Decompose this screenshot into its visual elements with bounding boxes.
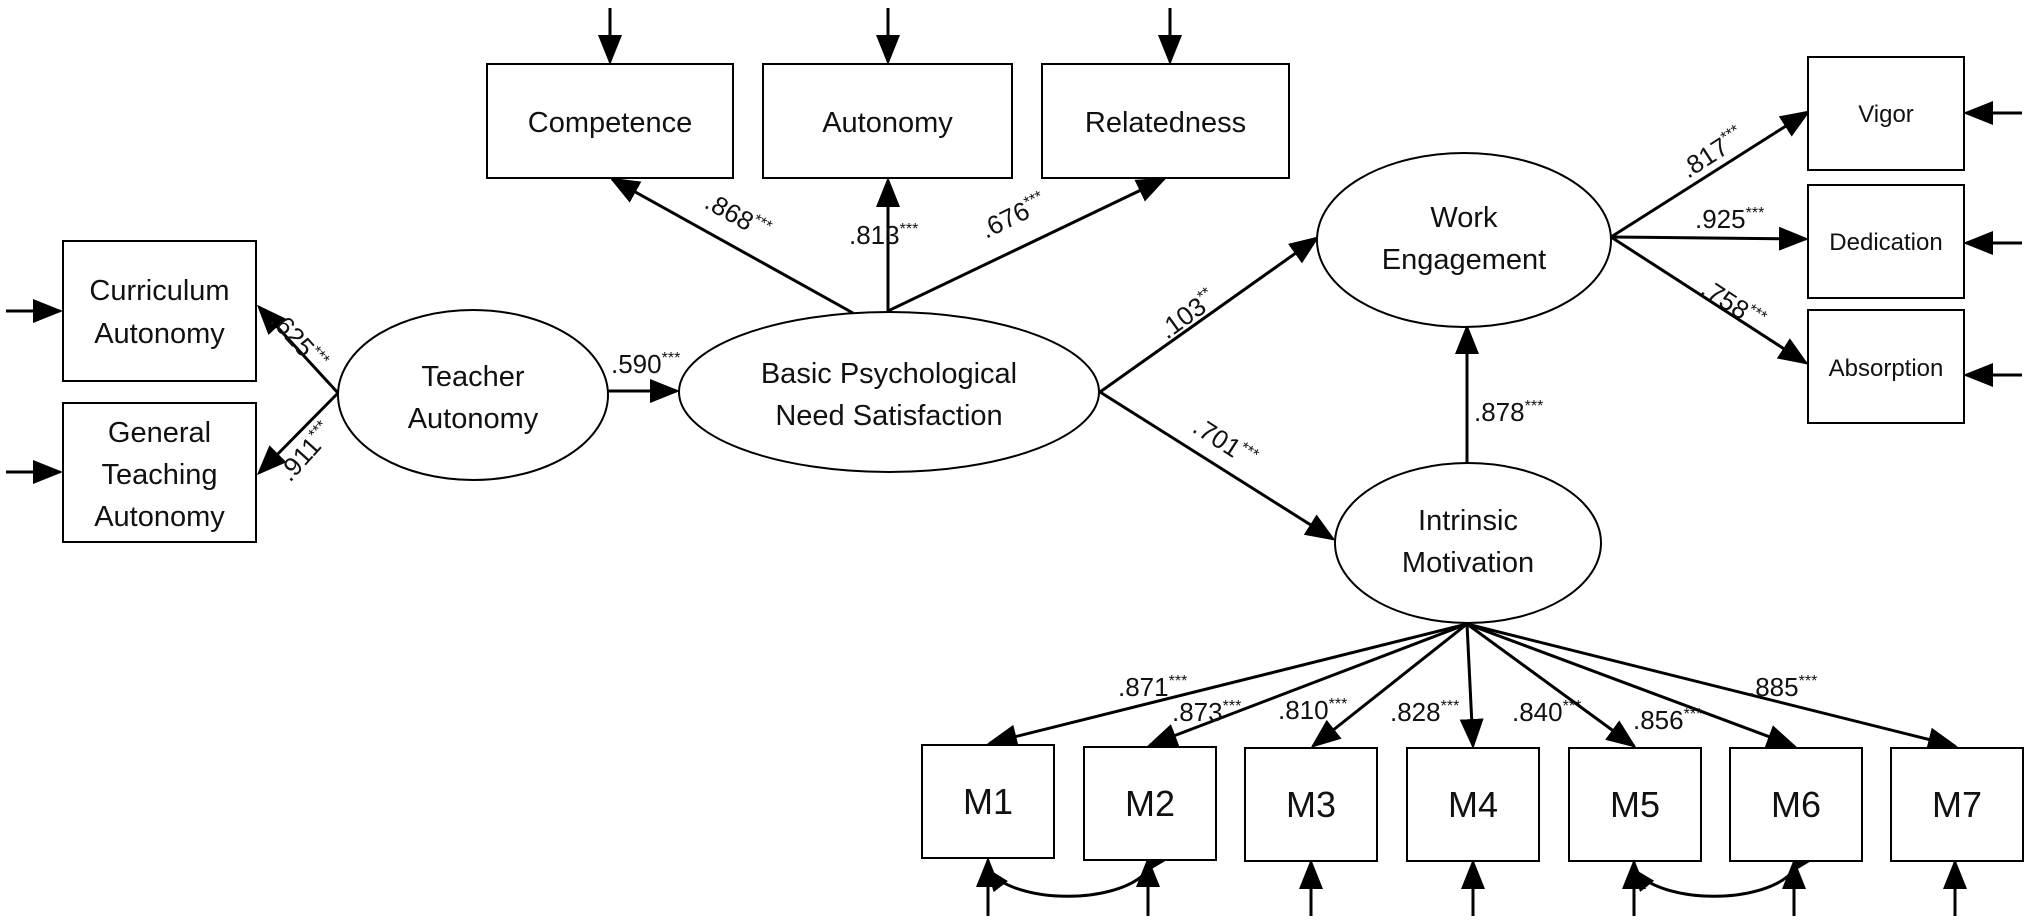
node-label-line: Basic Psychological bbox=[761, 358, 1017, 390]
node-basic-psychological-need-satisfaction: Basic Psychological Need Satisfaction bbox=[678, 311, 1100, 473]
coef-im-we: .878*** bbox=[1474, 397, 1543, 427]
path-ta-general bbox=[256, 391, 340, 476]
node-label-line: Motivation bbox=[1402, 547, 1534, 579]
edges bbox=[6, 8, 2022, 916]
coef-bpns-autonomy: .813*** bbox=[849, 220, 918, 250]
coef-im-m6: .856*** bbox=[1633, 705, 1702, 735]
coef-im-m1: .871*** bbox=[1118, 672, 1187, 702]
node-label-line: Curriculum bbox=[89, 275, 229, 307]
path-im-m1 bbox=[987, 622, 1468, 749]
node-label-line: Teaching bbox=[101, 459, 217, 491]
node-teacher-autonomy: Teacher Autonomy bbox=[337, 309, 609, 481]
node-label-line: Work bbox=[1430, 202, 1498, 234]
node-vigor: Vigor bbox=[1807, 56, 1965, 171]
coef-ta-curriculum: .625*** bbox=[265, 305, 334, 377]
path-im-m7 bbox=[1466, 622, 1958, 752]
node-label-line: Absorption bbox=[1829, 355, 1944, 382]
path-im-m2 bbox=[1147, 622, 1468, 747]
path-we-dedication bbox=[1610, 226, 1809, 251]
coef-ta-bpns: .590*** bbox=[611, 349, 680, 379]
node-label-line: Intrinsic bbox=[1418, 505, 1518, 537]
node-label-line: Vigor bbox=[1858, 101, 1914, 128]
coef-im-m4: .828*** bbox=[1390, 697, 1459, 727]
node-label-line: M2 bbox=[1125, 783, 1175, 824]
path-im-m3 bbox=[1310, 622, 1468, 748]
node-label-line: M5 bbox=[1610, 784, 1660, 825]
node-label-line: Autonomy bbox=[408, 403, 539, 435]
node-dedication: Dedication bbox=[1807, 184, 1965, 299]
coef-im-m7: .885*** bbox=[1748, 672, 1817, 702]
error-covariance-m5-m6 bbox=[1632, 847, 1815, 898]
path-im-m5 bbox=[1466, 622, 1637, 748]
node-intrinsic-motivation: Intrinsic Motivation bbox=[1334, 462, 1602, 624]
node-m4: M4 bbox=[1406, 747, 1540, 862]
node-label-line: M6 bbox=[1771, 784, 1821, 825]
node-label-line: Relatedness bbox=[1085, 107, 1246, 139]
node-label-line: Need Satisfaction bbox=[775, 400, 1002, 432]
path-ta-curriculum bbox=[256, 304, 340, 395]
node-label-line: M3 bbox=[1286, 784, 1336, 825]
node-m6: M6 bbox=[1729, 747, 1863, 862]
coef-bpns-competence: .868*** bbox=[700, 186, 775, 246]
node-m1: M1 bbox=[921, 744, 1055, 859]
node-m3: M3 bbox=[1244, 747, 1378, 862]
node-relatedness: Relatedness bbox=[1041, 63, 1290, 179]
coef-bpns-im: .701*** bbox=[1188, 411, 1262, 474]
node-competence: Competence bbox=[486, 63, 734, 179]
path-bpns-im bbox=[1099, 390, 1336, 541]
node-curriculum-autonomy: Curriculum Autonomy bbox=[62, 240, 257, 382]
node-label-line: M4 bbox=[1448, 784, 1498, 825]
path-im-m4 bbox=[1459, 623, 1484, 749]
node-general-teaching-autonomy: General Teaching Autonomy bbox=[62, 402, 257, 543]
coef-we-dedication: .925*** bbox=[1695, 204, 1764, 234]
path-we-absorption bbox=[1610, 235, 1809, 365]
node-label-line: M1 bbox=[963, 781, 1013, 822]
node-label-line: Autonomy bbox=[94, 318, 225, 350]
node-work-engagement: Work Engagement bbox=[1316, 152, 1612, 328]
path-bpns-relatedness bbox=[887, 177, 1167, 313]
node-label-line: M7 bbox=[1932, 784, 1982, 825]
coef-im-m2: .873*** bbox=[1172, 697, 1241, 727]
node-m7: M7 bbox=[1890, 747, 2024, 862]
node-label-line: Teacher bbox=[421, 361, 525, 393]
coef-bpns-relatedness: .676*** bbox=[975, 187, 1050, 244]
path-im-m6 bbox=[1466, 622, 1797, 748]
error-covariance-m1-m2 bbox=[986, 847, 1169, 898]
node-absorption: Absorption bbox=[1807, 309, 1965, 424]
coef-im-m3: .810*** bbox=[1278, 695, 1347, 725]
node-label-line: Competence bbox=[528, 107, 692, 139]
node-autonomy: Autonomy bbox=[762, 63, 1013, 179]
coef-im-m5: .840*** bbox=[1512, 697, 1581, 727]
node-label-line: Autonomy bbox=[94, 501, 225, 533]
node-label-line: Engagement bbox=[1382, 244, 1546, 276]
node-m5: M5 bbox=[1568, 747, 1702, 862]
coef-we-vigor: .817*** bbox=[1675, 121, 1749, 184]
path-bpns-competence bbox=[609, 177, 854, 315]
node-label-line: General bbox=[108, 417, 211, 449]
coef-we-absorption: .758*** bbox=[1696, 273, 1770, 336]
node-label-line: Dedication bbox=[1829, 229, 1942, 256]
path-we-vigor bbox=[1610, 110, 1811, 239]
nodes: Curriculum Autonomy General Teaching Aut… bbox=[62, 56, 2024, 862]
path-bpns-we bbox=[1099, 236, 1320, 394]
node-label-line: Autonomy bbox=[822, 107, 953, 139]
node-m2: M2 bbox=[1083, 746, 1217, 861]
